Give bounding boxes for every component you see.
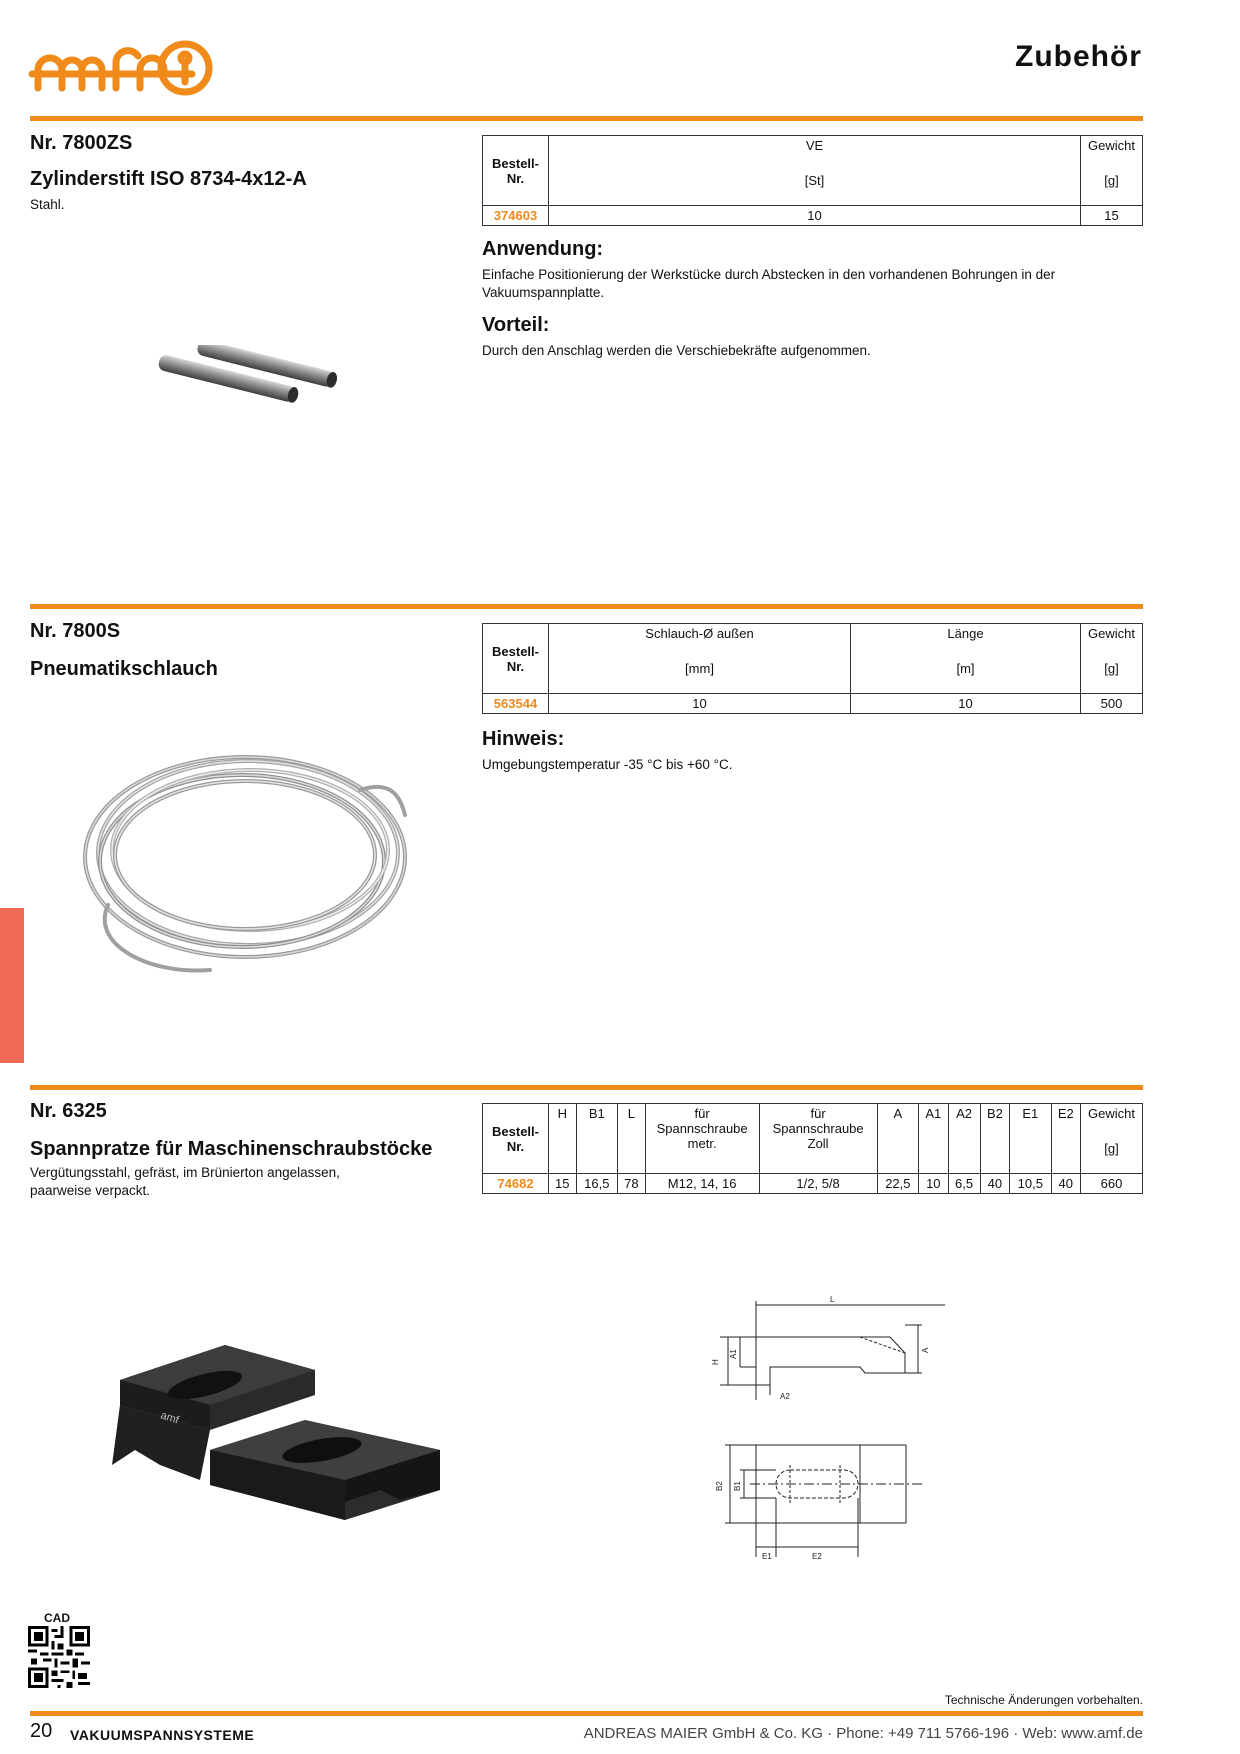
order-number-link[interactable]: 374603 [482,205,549,226]
col-a2: A2 [947,1103,981,1174]
section-title: Spannpratze für Maschinenschraubstöcke [30,1138,433,1160]
anwendung-text: Einfache Positionierung der Werkstücke d… [482,267,1056,300]
section-number: Nr. 6325 [30,1100,107,1122]
hinweis-text: Umgebungstemperatur -35 °C bis +60 °C. [482,757,733,772]
anwendung-heading: Anwendung: [482,238,604,260]
page-title: Zubehör [1015,40,1142,73]
company-contact: ANDREAS MAIER GmbH & Co. KG · Phone: +49… [583,1725,1143,1742]
section-number: Nr. 7800S [30,620,121,642]
dim-label-E1: E1 [762,1552,772,1561]
table-row: 374603 10 15 [482,205,1143,226]
col-length-unit: [m] [956,661,975,676]
col-ve: VE [St] [548,135,1081,206]
technical-drawing: L H A1 A2 A B2 B1 E1 E2 [680,1295,950,1565]
cad-qr-code[interactable] [28,1626,90,1688]
dim-label-A1: A1 [729,1349,738,1359]
col-length-label: Länge [947,626,984,641]
col-ve-unit: [St] [804,173,825,188]
table-cell: 15 [548,1173,577,1194]
col-gewicht-unit: [g] [1104,1141,1119,1156]
table-cell: 660 [1080,1173,1143,1194]
order-number-link[interactable]: 74682 [482,1173,549,1194]
col-gewicht: Gewicht [g] [1080,135,1143,206]
col-a1: A1 [918,1103,949,1174]
table-row: 563544 10 10 500 [482,693,1143,714]
section-description: Stahl. [30,197,65,212]
chapter-tab [0,908,24,1063]
col-screw-metric: für Spannschraube metr. [644,1103,760,1174]
col-gewicht: Gewicht [g] [1080,623,1143,694]
col-b1: B1 [575,1103,619,1174]
col-bestell: Bestell- Nr. [482,135,549,206]
clamp-marking: amf [159,1409,181,1426]
table-cell: M12, 14, 16 [644,1173,760,1194]
table-cell: 40 [1050,1173,1082,1194]
section-title: Pneumatikschlauch [30,658,218,680]
col-l: L [617,1103,646,1174]
dim-label-E2: E2 [812,1552,822,1561]
dim-label-A2: A2 [780,1392,790,1401]
col-ve-label: VE [805,138,824,153]
table-cell: 10 [918,1173,949,1194]
col-bestell: Bestell- Nr. [482,623,549,694]
section-divider [30,1085,1143,1090]
table-cell: 10 [850,693,1081,714]
col-gewicht: Gewicht [g] [1080,1103,1143,1174]
col-gewicht-label: Gewicht [1088,138,1135,153]
table-cell: 15 [1080,205,1143,226]
section-title: Zylinderstift ISO 8734-4x12-A [30,168,307,190]
hinweis-heading: Hinweis: [482,728,565,750]
footer-divider [30,1711,1143,1716]
section-divider [30,116,1143,121]
col-e1: E1 [1009,1103,1052,1174]
amf-logo [28,34,218,100]
col-diameter: Schlauch-Ø außen [mm] [548,623,851,694]
col-h: H [548,1103,577,1174]
table-cell: 16,5 [575,1173,619,1194]
product-image-hose-coil [60,735,430,980]
dim-label-H: H [711,1359,720,1365]
disclaimer: Technische Änderungen vorbehalten. [944,1693,1143,1707]
section-divider [30,604,1143,609]
section-description: Vergütungsstahl, gefräst, im Brünierton … [30,1165,340,1198]
dim-label-B2: B2 [715,1481,724,1491]
section-number: Nr. 7800ZS [30,132,133,154]
table-cell: 40 [979,1173,1011,1194]
col-b2: B2 [979,1103,1011,1174]
vorteil-text: Durch den Anschlag werden die Verschiebe… [482,343,871,358]
dim-label-A: A [921,1347,930,1353]
page-number: 20 [30,1720,53,1742]
table-cell: 1/2, 5/8 [758,1173,878,1194]
table-cell: 6,5 [947,1173,981,1194]
order-number-link[interactable]: 563544 [482,693,549,714]
col-screw-inch: für Spannschraube Zoll [758,1103,878,1174]
table-cell: 78 [617,1173,646,1194]
col-diameter-label: Schlauch-Ø außen [645,626,754,641]
col-diameter-unit: [mm] [685,661,714,676]
col-gewicht-label: Gewicht [1088,626,1135,641]
table-cell: 10,5 [1009,1173,1052,1194]
dim-label-B1: B1 [733,1481,742,1491]
spec-table: Bestell- Nr. H B1 L für Spannschraube me… [482,1103,1143,1194]
table-cell: 10 [548,205,1081,226]
col-gewicht-unit: [g] [1104,173,1119,188]
spec-table: Bestell- Nr. VE [St] Gewicht [g] 374603 … [482,135,1143,226]
col-e2: E2 [1050,1103,1082,1174]
table-cell: 10 [548,693,851,714]
col-gewicht-label: Gewicht [1088,1106,1135,1121]
product-image-cylinder-pins [150,340,340,425]
catalog-section: VAKUUMSPANNSYSTEME [70,1727,255,1743]
product-image-clamps: amf [100,1340,445,1520]
vorteil-heading: Vorteil: [482,314,550,336]
dim-label-L: L [830,1295,835,1304]
col-length: Länge [m] [850,623,1081,694]
table-cell: 22,5 [876,1173,920,1194]
table-row: 74682 15 16,5 78 M12, 14, 16 1/2, 5/8 22… [482,1173,1143,1194]
cad-label: CAD [44,1611,70,1625]
col-gewicht-unit: [g] [1104,661,1119,676]
col-bestell: Bestell- Nr. [482,1103,549,1174]
table-cell: 500 [1080,693,1143,714]
col-a: A [876,1103,920,1174]
spec-table: Bestell- Nr. Schlauch-Ø außen [mm] Länge… [482,623,1143,714]
